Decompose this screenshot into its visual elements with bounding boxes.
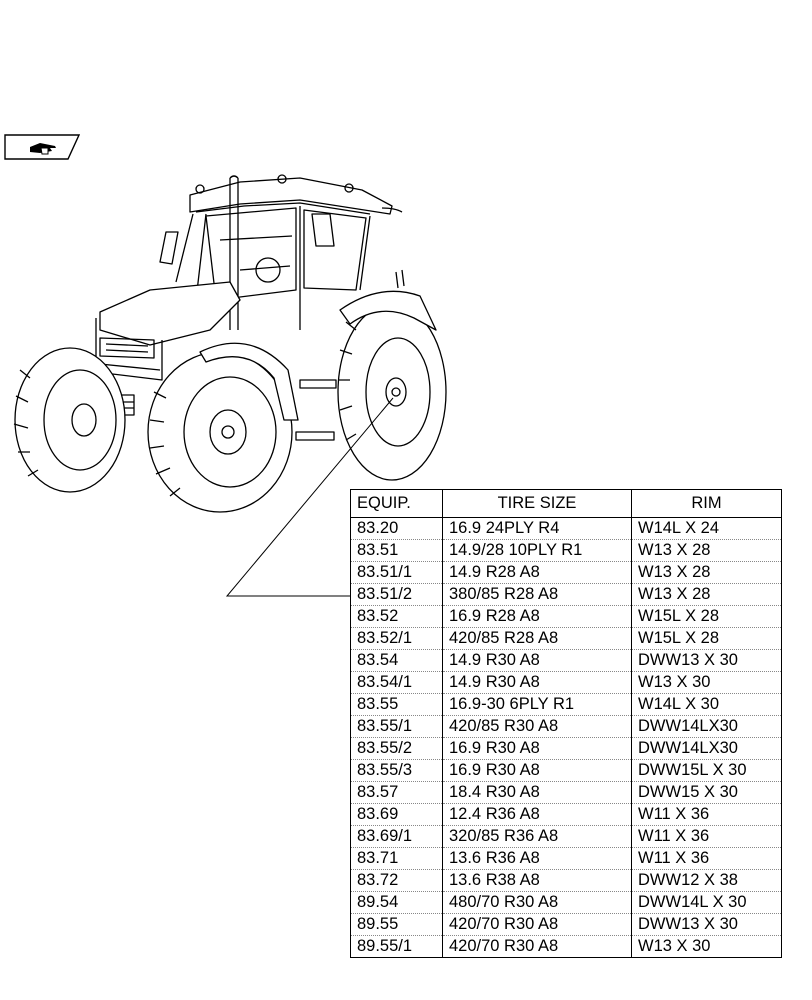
- tire-size-cell: 16.9 R30 A8: [442, 759, 632, 782]
- equip-cell: 89.55: [350, 913, 443, 936]
- tire-size-cell: 16.9-30 6PLY R1: [442, 693, 632, 716]
- tire-size-cell: 13.6 R36 A8: [442, 847, 632, 870]
- equip-cell: 89.55/1: [350, 935, 443, 958]
- tire-size-cell: 16.9 24PLY R4: [442, 517, 632, 540]
- equip-cell: 83.54: [350, 649, 443, 672]
- equip-cell: 83.55/3: [350, 759, 443, 782]
- equip-cell: 83.72: [350, 869, 443, 892]
- equip-cell: 83.55/2: [350, 737, 443, 760]
- tire-size-cell: 12.4 R36 A8: [442, 803, 632, 826]
- equip-cell: 83.55/1: [350, 715, 443, 738]
- rim-cell: DWW13 X 30: [631, 913, 782, 936]
- rim-cell: W13 X 28: [631, 561, 782, 584]
- rim-cell: W13 X 28: [631, 583, 782, 606]
- header-tire-size: TIRE SIZE: [442, 489, 632, 518]
- rim-cell: W15L X 28: [631, 627, 782, 650]
- rim-cell: W14L X 24: [631, 517, 782, 540]
- tire-size-cell: 18.4 R30 A8: [442, 781, 632, 804]
- tire-size-cell: 420/85 R28 A8: [442, 627, 632, 650]
- rim-cell: W13 X 30: [631, 935, 782, 958]
- rim-cell: W14L X 30: [631, 693, 782, 716]
- header-rim: RIM: [631, 489, 782, 518]
- tire-size-cell: 320/85 R36 A8: [442, 825, 632, 848]
- equip-cell: 83.51/1: [350, 561, 443, 584]
- tire-size-cell: 420/70 R30 A8: [442, 913, 632, 936]
- tire-size-cell: 420/85 R30 A8: [442, 715, 632, 738]
- rim-cell: W11 X 36: [631, 847, 782, 870]
- equip-cell: 89.54: [350, 891, 443, 914]
- equip-cell: 83.52: [350, 605, 443, 628]
- rim-cell: W11 X 36: [631, 803, 782, 826]
- tire-size-cell: 14.9 R30 A8: [442, 671, 632, 694]
- table-header-row: EQUIP. TIRE SIZE RIM: [350, 489, 782, 518]
- tire-size-cell: 14.9 R30 A8: [442, 649, 632, 672]
- equip-cell: 83.69/1: [350, 825, 443, 848]
- equip-cell: 83.57: [350, 781, 443, 804]
- rim-cell: W15L X 28: [631, 605, 782, 628]
- header-equip: EQUIP.: [350, 489, 443, 518]
- rim-cell: W13 X 30: [631, 671, 782, 694]
- tractor-illustration: [13, 174, 447, 597]
- equip-cell: 83.69: [350, 803, 443, 826]
- tire-size-cell: 420/70 R30 A8: [442, 935, 632, 958]
- rim-cell: DWW14L X 30: [631, 891, 782, 914]
- tire-size-cell: 13.6 R38 A8: [442, 869, 632, 892]
- equip-cell: 83.20: [350, 517, 443, 540]
- tire-size-cell: 14.9 R28 A8: [442, 561, 632, 584]
- tire-size-cell: 16.9 R30 A8: [442, 737, 632, 760]
- tire-size-cell: 380/85 R28 A8: [442, 583, 632, 606]
- tire-size-cell: 480/70 R30 A8: [442, 891, 632, 914]
- equip-cell: 83.51/2: [350, 583, 443, 606]
- tire-size-cell: 16.9 R28 A8: [442, 605, 632, 628]
- hand-pointing-icon[interactable]: [4, 134, 80, 160]
- equip-cell: 83.54/1: [350, 671, 443, 694]
- equip-cell: 83.52/1: [350, 627, 443, 650]
- rim-cell: DWW13 X 30: [631, 649, 782, 672]
- equip-cell: 83.51: [350, 539, 443, 562]
- rim-cell: W11 X 36: [631, 825, 782, 848]
- rim-cell: DWW14LX30: [631, 737, 782, 760]
- rim-cell: DWW12 X 38: [631, 869, 782, 892]
- equip-cell: 83.55: [350, 693, 443, 716]
- tire-size-cell: 14.9/28 10PLY R1: [442, 539, 632, 562]
- rim-cell: DWW14LX30: [631, 715, 782, 738]
- rim-cell: W13 X 28: [631, 539, 782, 562]
- rim-cell: DWW15 X 30: [631, 781, 782, 804]
- rim-cell: DWW15L X 30: [631, 759, 782, 782]
- equip-cell: 83.71: [350, 847, 443, 870]
